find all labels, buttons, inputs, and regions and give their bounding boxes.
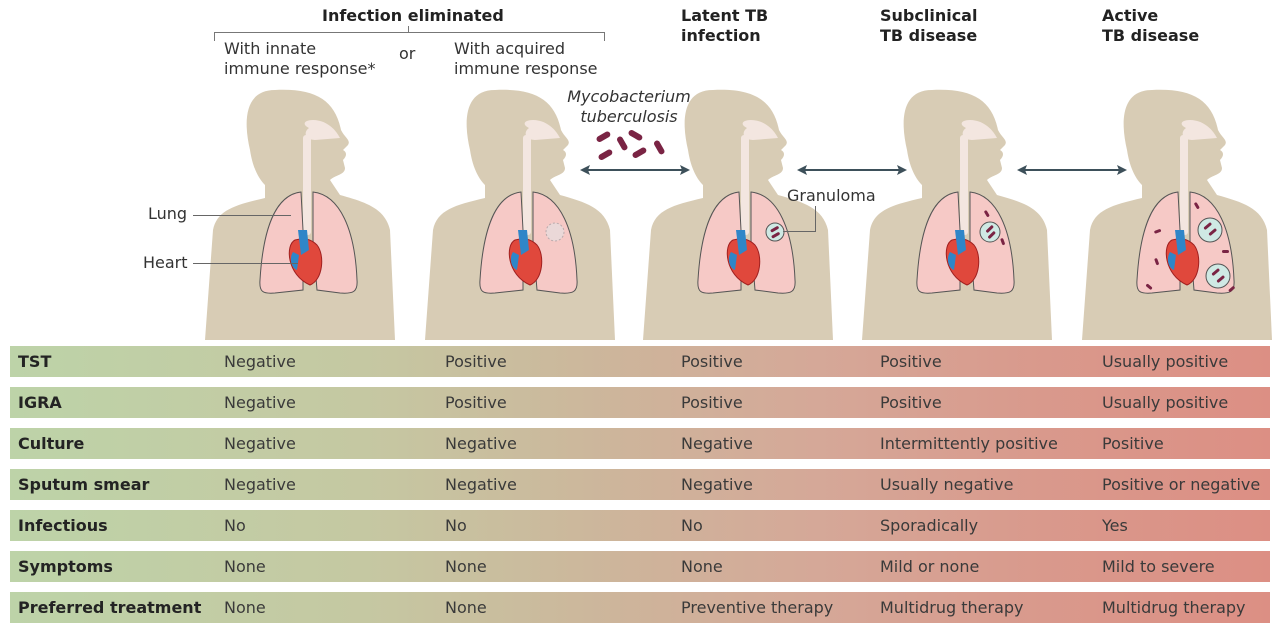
- stage-innate-line1: With innate: [224, 39, 317, 58]
- cell-active: Multidrug therapy: [1102, 598, 1246, 617]
- pathogen-line1: Mycobacterium: [567, 87, 691, 106]
- figure-acquired: [425, 89, 616, 341]
- stage-subclinical-title: Subclinical TB disease: [880, 6, 977, 46]
- cell-innate: No: [224, 516, 246, 535]
- figure-subclinical: [862, 89, 1053, 341]
- bidirectional-arrow-1: [580, 165, 690, 175]
- cell-latent: Negative: [681, 434, 753, 453]
- granuloma-icon: [1205, 263, 1231, 289]
- table-row-igra: IGRA Negative Positive Positive Positive…: [10, 387, 1270, 418]
- bacteria-cluster-icon: [596, 130, 665, 160]
- or-label: or: [399, 44, 416, 63]
- cell-latent: None: [681, 557, 723, 576]
- cell-latent: Positive: [681, 393, 743, 412]
- cell-innate: None: [224, 598, 266, 617]
- row-label: Culture: [18, 434, 85, 453]
- table-row-culture: Culture Negative Negative Negative Inter…: [10, 428, 1270, 459]
- stage-acquired-line2: immune response: [454, 59, 598, 78]
- cell-innate: Negative: [224, 434, 296, 453]
- cell-innate: None: [224, 557, 266, 576]
- cell-active: Usually positive: [1102, 352, 1229, 371]
- cell-active: Usually positive: [1102, 393, 1229, 412]
- granuloma-icon: [1197, 217, 1223, 243]
- cell-active: Mild to severe: [1102, 557, 1215, 576]
- cell-acquired: Negative: [445, 475, 517, 494]
- cell-subclinical: Positive: [880, 393, 942, 412]
- row-label: Symptoms: [18, 557, 113, 576]
- bidirectional-arrow-2: [797, 165, 907, 175]
- figure-latent: [643, 89, 834, 341]
- group-bracket: [214, 32, 605, 41]
- cell-active: Positive or negative: [1102, 475, 1261, 494]
- cell-subclinical: Sporadically: [880, 516, 979, 535]
- row-label: Preferred treatment: [18, 598, 202, 617]
- figure-innate: [205, 89, 396, 341]
- heart-label: Heart: [143, 253, 188, 272]
- table-row-tst: TST Negative Positive Positive Positive …: [10, 346, 1270, 377]
- cell-latent: Preventive therapy: [681, 598, 834, 617]
- cell-acquired: Negative: [445, 434, 517, 453]
- stage-latent-line2: infection: [681, 26, 761, 45]
- bidirectional-arrow-3: [1017, 165, 1127, 175]
- table-row-preferred-treatment: Preferred treatment None None Preventive…: [10, 592, 1270, 623]
- stage-active-title: Active TB disease: [1102, 6, 1199, 46]
- table-row-sputum-smear: Sputum smear Negative Negative Negative …: [10, 469, 1270, 500]
- granuloma-label: Granuloma: [787, 186, 876, 205]
- cell-acquired: Positive: [445, 352, 507, 371]
- cell-innate: Negative: [224, 352, 296, 371]
- granuloma-icon: [979, 221, 1001, 243]
- cell-acquired: No: [445, 516, 467, 535]
- cell-subclinical: Positive: [880, 352, 942, 371]
- stage-acquired-line1: With acquired: [454, 39, 565, 58]
- table-row-symptoms: Symptoms None None None Mild or none Mil…: [10, 551, 1270, 582]
- stage-innate-label: With innate immune response*: [224, 39, 376, 79]
- stage-active-line1: Active: [1102, 6, 1159, 25]
- cell-subclinical: Mild or none: [880, 557, 980, 576]
- cell-latent: Positive: [681, 352, 743, 371]
- cell-innate: Negative: [224, 393, 296, 412]
- cell-subclinical: Intermittently positive: [880, 434, 1058, 453]
- cell-subclinical: Multidrug therapy: [880, 598, 1024, 617]
- cell-active: Positive: [1102, 434, 1164, 453]
- stage-latent-title: Latent TB infection: [681, 6, 768, 46]
- group-bracket-tick: [408, 26, 409, 32]
- granuloma-leader-line: [783, 231, 815, 232]
- row-label: TST: [18, 352, 52, 371]
- row-label: Infectious: [18, 516, 108, 535]
- stage-subclinical-line2: TB disease: [880, 26, 978, 45]
- stage-active-line2: TB disease: [1102, 26, 1200, 45]
- cell-acquired: None: [445, 557, 487, 576]
- pathogen-line2: tuberculosis: [580, 107, 678, 126]
- cell-active: Yes: [1102, 516, 1128, 535]
- heart-leader-line: [193, 263, 298, 264]
- cell-innate: Negative: [224, 475, 296, 494]
- granuloma-leader-vertical: [815, 206, 816, 232]
- lung-leader-line: [193, 215, 291, 216]
- comparison-table: TST Negative Positive Positive Positive …: [10, 346, 1270, 633]
- stage-innate-line2: immune response*: [224, 59, 376, 78]
- group-title-infection-eliminated: Infection eliminated: [322, 6, 504, 25]
- cell-latent: Negative: [681, 475, 753, 494]
- pathogen-label: Mycobacterium tuberculosis: [562, 87, 696, 127]
- cell-subclinical: Usually negative: [880, 475, 1014, 494]
- healed-granuloma-icon: [545, 222, 565, 242]
- lung-label: Lung: [148, 204, 188, 223]
- row-label: IGRA: [18, 393, 62, 412]
- stage-subclinical-line1: Subclinical: [880, 6, 978, 25]
- cell-latent: No: [681, 516, 703, 535]
- cell-acquired: None: [445, 598, 487, 617]
- row-label: Sputum smear: [18, 475, 150, 494]
- cell-acquired: Positive: [445, 393, 507, 412]
- stage-latent-line1: Latent TB: [681, 6, 769, 25]
- table-row-infectious: Infectious No No No Sporadically Yes: [10, 510, 1270, 541]
- figure-active: [1082, 89, 1273, 341]
- stage-acquired-label: With acquired immune response: [454, 39, 598, 79]
- granuloma-icon: [765, 222, 785, 242]
